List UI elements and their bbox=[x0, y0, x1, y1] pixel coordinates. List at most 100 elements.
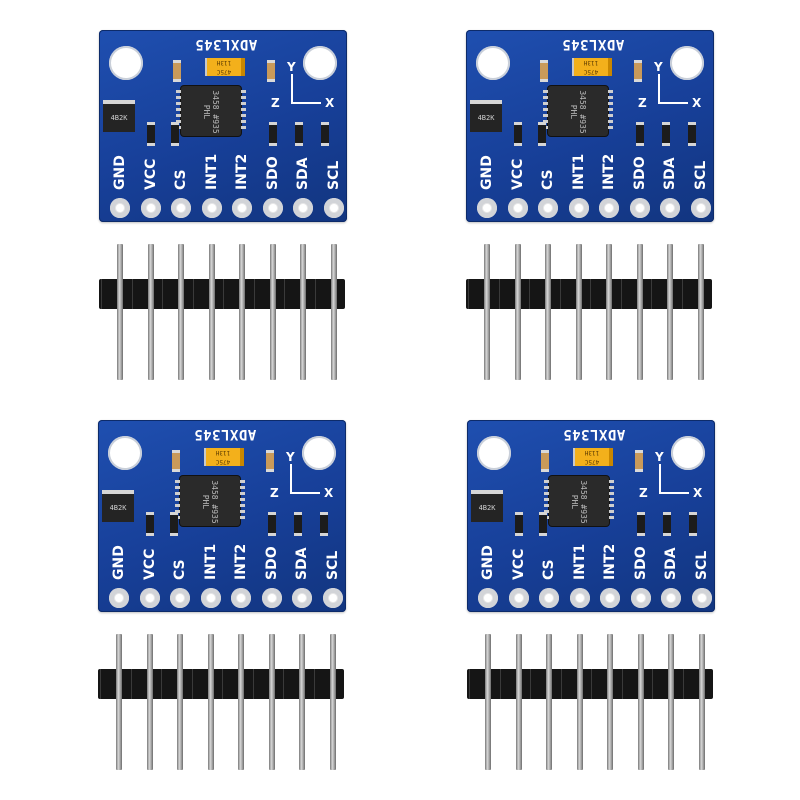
mounting-hole bbox=[476, 46, 510, 80]
tantalum-capacitor: 475C 113H bbox=[572, 58, 612, 76]
axis-arrow-x bbox=[290, 492, 320, 494]
capacitor-marking: 475C bbox=[584, 458, 600, 465]
axis-arrow-x bbox=[659, 492, 689, 494]
smd-capacitor bbox=[173, 60, 181, 82]
adxl345-module: ADXL345 475C 113H 3458 #935 PHL 4B2K Y Z… bbox=[98, 420, 358, 800]
board-title: ADXL345 bbox=[194, 36, 258, 52]
solder-pad bbox=[690, 198, 711, 218]
header-segment bbox=[314, 279, 345, 309]
header-pin bbox=[239, 244, 245, 380]
pin-label-text: SCL bbox=[692, 160, 709, 190]
voltage-regulator: 4B2K bbox=[471, 490, 503, 522]
pin-label-text: INT1 bbox=[571, 543, 588, 580]
pin-header bbox=[466, 244, 714, 394]
pin-label: INT1 bbox=[196, 530, 226, 580]
pin-label-text: CS bbox=[540, 169, 556, 190]
pin-label: GND bbox=[104, 530, 134, 580]
pin-header bbox=[467, 634, 715, 784]
pin-label: SDO bbox=[625, 140, 655, 190]
smd-resistor bbox=[294, 512, 302, 536]
header-segment bbox=[621, 669, 652, 699]
pin-label-text: CS bbox=[541, 559, 557, 580]
adxl345-module: ADXL345 475C 113H 3458 #935 PHL 4B2K Y Z… bbox=[466, 30, 726, 410]
smd-capacitor bbox=[635, 450, 643, 472]
header-pin bbox=[268, 634, 275, 770]
header-segment bbox=[130, 669, 161, 699]
accelerometer-chip: 3458 #935 PHL bbox=[175, 476, 245, 526]
smd-resistor bbox=[538, 122, 546, 146]
solder-pad bbox=[568, 198, 589, 218]
solder-pad bbox=[539, 588, 559, 608]
header-pin bbox=[485, 634, 491, 770]
capacitor-marking: 475C bbox=[216, 68, 232, 75]
tantalum-capacitor: 475C 113H bbox=[204, 448, 244, 466]
pin-label: SDA bbox=[287, 530, 317, 580]
pin-header bbox=[98, 634, 346, 784]
accelerometer-chip: 3458 #935 PHL bbox=[543, 86, 613, 136]
breakout-board: ADXL345 475C 113H 3458 #935 PHL 4B2K Y Z… bbox=[98, 420, 346, 612]
header-pin bbox=[178, 244, 184, 380]
header-pin bbox=[117, 244, 123, 380]
solder-pad bbox=[478, 588, 498, 608]
pin-label: SCL bbox=[687, 530, 717, 580]
board-title: ADXL345 bbox=[562, 426, 626, 442]
smd-resistor bbox=[295, 122, 303, 146]
axis-arrow-y bbox=[659, 464, 661, 494]
capacitor-marking-2: 113H bbox=[216, 59, 232, 66]
axis-label-y: Y bbox=[286, 450, 295, 464]
solder-pad bbox=[538, 198, 558, 218]
axis-arrow-x bbox=[291, 102, 321, 104]
header-pin bbox=[299, 634, 305, 770]
mounting-hole bbox=[671, 436, 705, 470]
header-pin bbox=[208, 244, 215, 380]
pin-label: SDA bbox=[288, 140, 318, 190]
mounting-hole bbox=[477, 436, 511, 470]
header-segment bbox=[498, 279, 529, 309]
solder-pad bbox=[201, 198, 222, 218]
smd-resistor bbox=[688, 122, 696, 146]
chip-pins bbox=[543, 90, 548, 132]
header-segment bbox=[560, 669, 591, 699]
pin-label: CS bbox=[165, 530, 195, 580]
pin-label-text: SDA bbox=[295, 157, 311, 190]
header-segment bbox=[192, 279, 223, 309]
chip-marking: 3458 #935 PHL bbox=[202, 90, 220, 134]
header-pin bbox=[636, 244, 643, 380]
smd-resistor bbox=[689, 512, 697, 536]
pin-label-text: INT2 bbox=[234, 153, 250, 190]
pin-label-text: INT2 bbox=[233, 543, 249, 580]
pin-label: SDO bbox=[626, 530, 656, 580]
smd-capacitor bbox=[267, 60, 275, 82]
pin-label: SDO bbox=[258, 140, 288, 190]
chip-marking: 3458 #935 PHL bbox=[201, 480, 219, 524]
header-segment bbox=[591, 669, 621, 699]
mounting-hole bbox=[303, 46, 337, 80]
header-pin bbox=[546, 634, 552, 770]
header-pin bbox=[667, 244, 673, 380]
header-pin bbox=[697, 244, 704, 380]
solder-pad bbox=[200, 588, 221, 608]
voltage-regulator: 4B2K bbox=[470, 100, 502, 132]
smd-resistor bbox=[662, 122, 670, 146]
solder-pad bbox=[261, 588, 282, 608]
pin-label-text: SDA bbox=[294, 547, 310, 580]
smd-capacitor bbox=[266, 450, 274, 472]
pin-label: VCC bbox=[504, 530, 534, 580]
header-pin bbox=[207, 634, 214, 770]
pin-label-text: SDA bbox=[663, 547, 679, 580]
header-segment bbox=[131, 279, 162, 309]
axis-label-x: X bbox=[692, 96, 702, 110]
axis-label-x: X bbox=[325, 96, 335, 110]
tantalum-capacitor: 475C 113H bbox=[205, 58, 245, 76]
solder-pad bbox=[109, 588, 129, 608]
capacitor-marking-2: 113H bbox=[215, 449, 231, 456]
chip-pins bbox=[544, 480, 549, 522]
tantalum-capacitor: 475C 113H bbox=[573, 448, 613, 466]
smd-capacitor bbox=[172, 450, 180, 472]
header-pin bbox=[698, 634, 705, 770]
axis-label-y: Y bbox=[655, 450, 664, 464]
capacitor-marking-2: 113H bbox=[583, 59, 599, 66]
pin-label: INT1 bbox=[197, 140, 227, 190]
header-pin bbox=[668, 634, 674, 770]
axis-arrow-y bbox=[290, 464, 292, 494]
